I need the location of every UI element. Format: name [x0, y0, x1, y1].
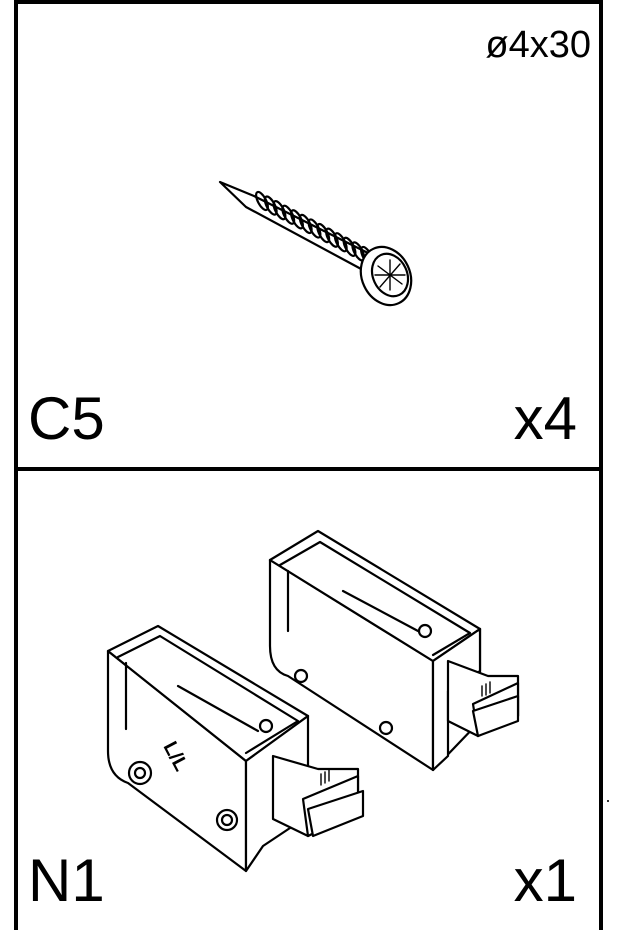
part-code: N1: [28, 847, 105, 914]
frame-border-right: [599, 0, 603, 930]
part-spec: ø4x30: [485, 24, 591, 66]
frame-border-top: [14, 0, 603, 4]
part-quantity: x4: [513, 385, 577, 452]
bracket-right: [268, 529, 520, 772]
bracket-left: L/L: [106, 624, 365, 873]
drawer-bracket-pair-icon: L/L: [106, 529, 520, 873]
frame-border-left: [14, 0, 18, 930]
scan-speck: [607, 800, 609, 802]
part-panel-c5: ø4x30 C5 x4: [18, 4, 599, 467]
part-panel-n1: L/L N1 x1: [18, 471, 599, 930]
screw-icon: [218, 180, 413, 307]
part-quantity: x1: [513, 847, 577, 914]
part-code: C5: [28, 385, 105, 452]
panel-divider: [14, 467, 603, 471]
